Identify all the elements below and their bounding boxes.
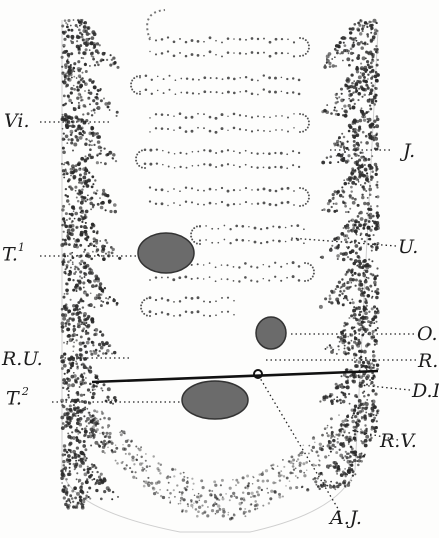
label-j: J. [403,142,415,161]
septum-line [92,371,378,382]
testis-anterior [138,233,194,273]
label-u: U. [398,238,418,257]
label-vi: Vi. [4,112,30,131]
testis-posterior [182,381,248,419]
label-t1: T.1 [2,244,25,264]
label-aj: A.J. [330,509,362,528]
body-outline [62,20,378,532]
label-t2: T.2 [6,388,29,408]
label-r: R. [418,352,438,371]
stipple-wall [60,19,380,521]
ovary [256,317,286,349]
label-o: O. [417,325,438,344]
label-d: D.I [412,382,439,401]
label-rv: R.V. [380,432,417,451]
label-ru: R.U. [2,350,43,369]
